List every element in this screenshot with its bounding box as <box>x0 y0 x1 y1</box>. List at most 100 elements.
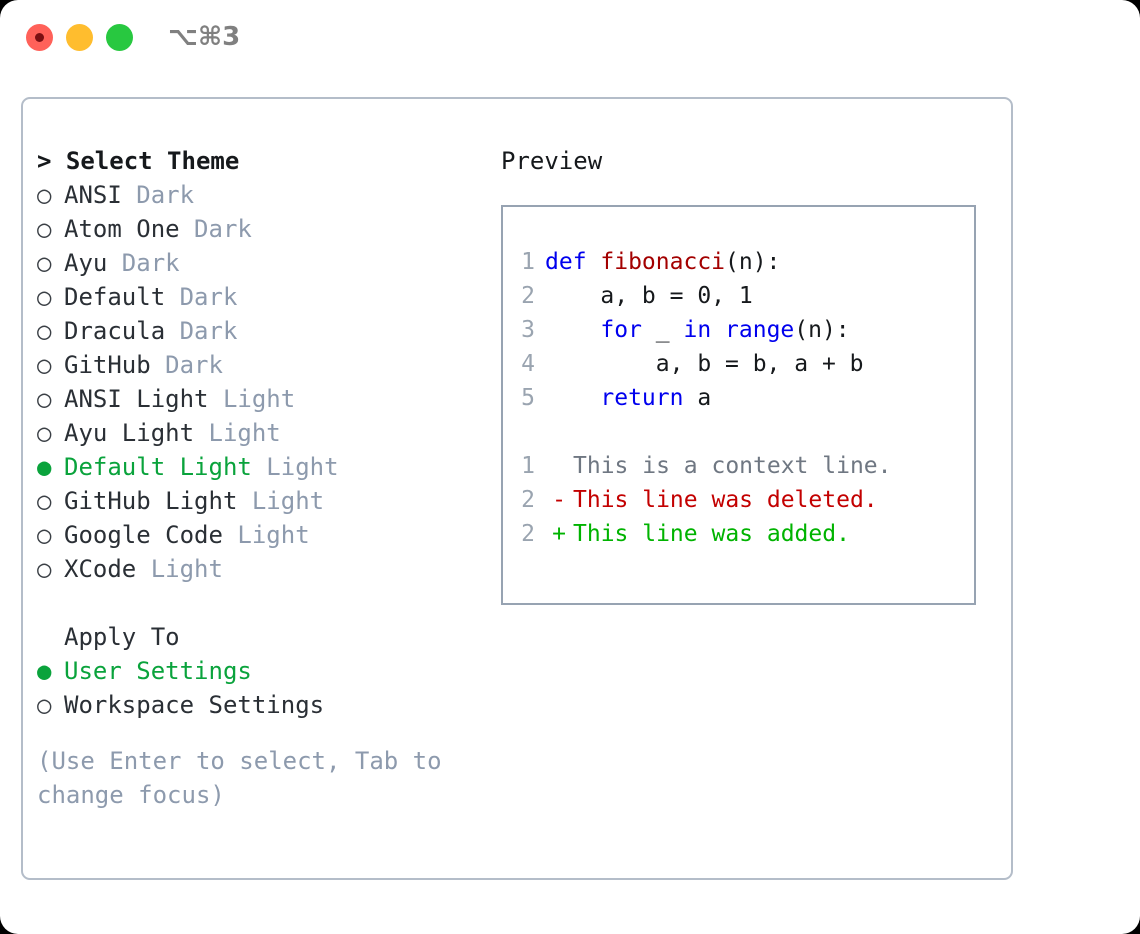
theme-list-item[interactable]: ○ANSI Light Light <box>37 382 487 416</box>
radio-unselected-icon: ○ <box>37 249 52 277</box>
theme-picker-header: > Select Theme <box>37 144 487 178</box>
theme-list-item[interactable]: ○Google Code Light <box>37 518 487 552</box>
theme-variant-badge: Dark <box>165 317 238 345</box>
theme-name: ANSI Light <box>64 385 209 413</box>
theme-list-item[interactable]: ○XCode Light <box>37 552 487 586</box>
diff-text: This line was deleted. <box>573 487 878 513</box>
code-text: return a <box>545 381 711 415</box>
radio-unselected-icon: ○ <box>37 487 52 515</box>
radio-unselected-icon: ○ <box>37 555 52 583</box>
radio-unselected-icon: ○ <box>37 385 52 413</box>
theme-name: Default <box>64 283 166 311</box>
code-token: a, b = 0, 1 <box>545 283 753 309</box>
preview-title: Preview <box>501 147 603 175</box>
line-number: 1 <box>521 249 535 275</box>
line-number: 1 <box>521 453 535 479</box>
code-token: for <box>600 317 642 343</box>
radio-unselected-icon: ○ <box>37 215 52 243</box>
theme-list[interactable]: ○ANSI Dark○Atom One Dark○Ayu Dark○Defaul… <box>37 178 487 586</box>
theme-variant-badge: Dark <box>107 249 180 277</box>
close-button[interactable] <box>26 24 53 51</box>
maximize-button[interactable] <box>106 24 133 51</box>
theme-name: Ayu Light <box>64 419 195 447</box>
content-panel: > Select Theme ○ANSI Dark○Atom One Dark○… <box>21 97 1013 880</box>
apply-to-label: User Settings <box>64 657 252 685</box>
minimize-button[interactable] <box>66 24 93 51</box>
theme-list-item[interactable]: ○ Ayu Dark <box>37 246 487 280</box>
theme-variant-badge: Dark <box>179 215 252 243</box>
line-number: 4 <box>521 351 535 377</box>
code-line: 2 a, b = 0, 1 <box>503 279 974 313</box>
theme-picker-column: > Select Theme ○ANSI Dark○Atom One Dark○… <box>37 144 487 812</box>
code-token: (n): <box>725 249 781 275</box>
theme-name: GitHub Light <box>64 487 238 515</box>
diff-marker <box>545 449 573 483</box>
code-token: a, b = b, a + b <box>545 351 864 377</box>
theme-variant-badge: Dark <box>121 181 195 209</box>
theme-variant-badge: Light <box>237 487 325 515</box>
diff-marker: + <box>552 521 566 547</box>
apply-to-option[interactable]: ● User Settings <box>37 654 487 688</box>
radio-selected-icon: ● <box>37 657 52 685</box>
theme-name: Google Code <box>64 521 223 549</box>
radio-unselected-icon: ○ <box>37 181 52 209</box>
theme-name: ANSI <box>64 181 122 209</box>
theme-name: Dracula <box>64 317 166 345</box>
code-text: def fibonacci(n): <box>545 245 780 279</box>
theme-name: Ayu <box>64 249 108 277</box>
radio-unselected-icon: ○ <box>37 419 52 447</box>
theme-name: GitHub <box>64 351 151 379</box>
code-line: 1 def fibonacci(n): <box>503 245 974 279</box>
diff-sample: 1 This is a context line.2-This line was… <box>503 449 974 551</box>
theme-variant-badge: Light <box>222 521 310 549</box>
apply-to-title: Apply To <box>64 623 180 651</box>
theme-list-item[interactable]: ○ Ayu Light Light <box>37 416 487 450</box>
diff-line: 1 This is a context line. <box>503 449 974 483</box>
theme-variant-badge: Light <box>251 453 339 481</box>
theme-list-item[interactable]: ○ GitHub Light Light <box>37 484 487 518</box>
code-token: (n): <box>794 317 850 343</box>
theme-list-item[interactable]: ○Atom One Dark <box>37 212 487 246</box>
keyboard-hint: (Use Enter to select, Tab to change focu… <box>37 747 457 809</box>
radio-selected-icon: ● <box>37 453 52 481</box>
code-token <box>545 385 600 411</box>
radio-unselected-icon: ○ <box>37 691 52 719</box>
theme-picker-title: > Select Theme <box>37 147 240 175</box>
code-token: fibonacci <box>600 249 726 275</box>
theme-list-item[interactable]: ○ ANSI Dark <box>37 178 487 212</box>
line-number: 2 <box>521 521 535 547</box>
apply-to-label: Workspace Settings <box>64 691 325 719</box>
theme-list-item[interactable]: ● Default Light Light <box>37 450 487 484</box>
code-text: a, b = b, a + b <box>545 347 864 381</box>
line-number: 2 <box>521 487 535 513</box>
window-shortcut-label: ⌥⌘3 <box>168 22 241 52</box>
diff-marker: - <box>552 487 566 513</box>
diff-line: 2-This line was deleted. <box>503 483 974 517</box>
line-number: 2 <box>521 283 535 309</box>
radio-unselected-icon: ○ <box>37 351 52 379</box>
code-token <box>545 317 600 343</box>
line-number: 3 <box>521 317 535 343</box>
code-token: _ <box>641 317 684 343</box>
traffic-lights <box>26 24 133 51</box>
list-spacer <box>37 586 487 620</box>
radio-unselected-icon: ○ <box>37 283 52 311</box>
diff-line: 2+This line was added. <box>503 517 974 551</box>
theme-name: Default Light <box>64 453 252 481</box>
apply-to-list[interactable]: ● User Settings ○ Workspace Settings <box>37 654 487 722</box>
code-line: 4 a, b = b, a + b <box>503 347 974 381</box>
theme-list-item[interactable]: ○Default Dark <box>37 280 487 314</box>
apply-to-option[interactable]: ○ Workspace Settings <box>37 688 487 722</box>
code-text: for _ in range(n): <box>545 313 850 347</box>
theme-list-item[interactable]: ○Dracula Dark <box>37 314 487 348</box>
theme-variant-badge: Light <box>194 419 281 447</box>
code-token: in range <box>683 317 795 343</box>
theme-list-item[interactable]: ○ GitHub Dark <box>37 348 487 382</box>
close-icon <box>35 33 44 42</box>
theme-variant-badge: Dark <box>150 351 223 379</box>
line-number: 5 <box>521 385 535 411</box>
